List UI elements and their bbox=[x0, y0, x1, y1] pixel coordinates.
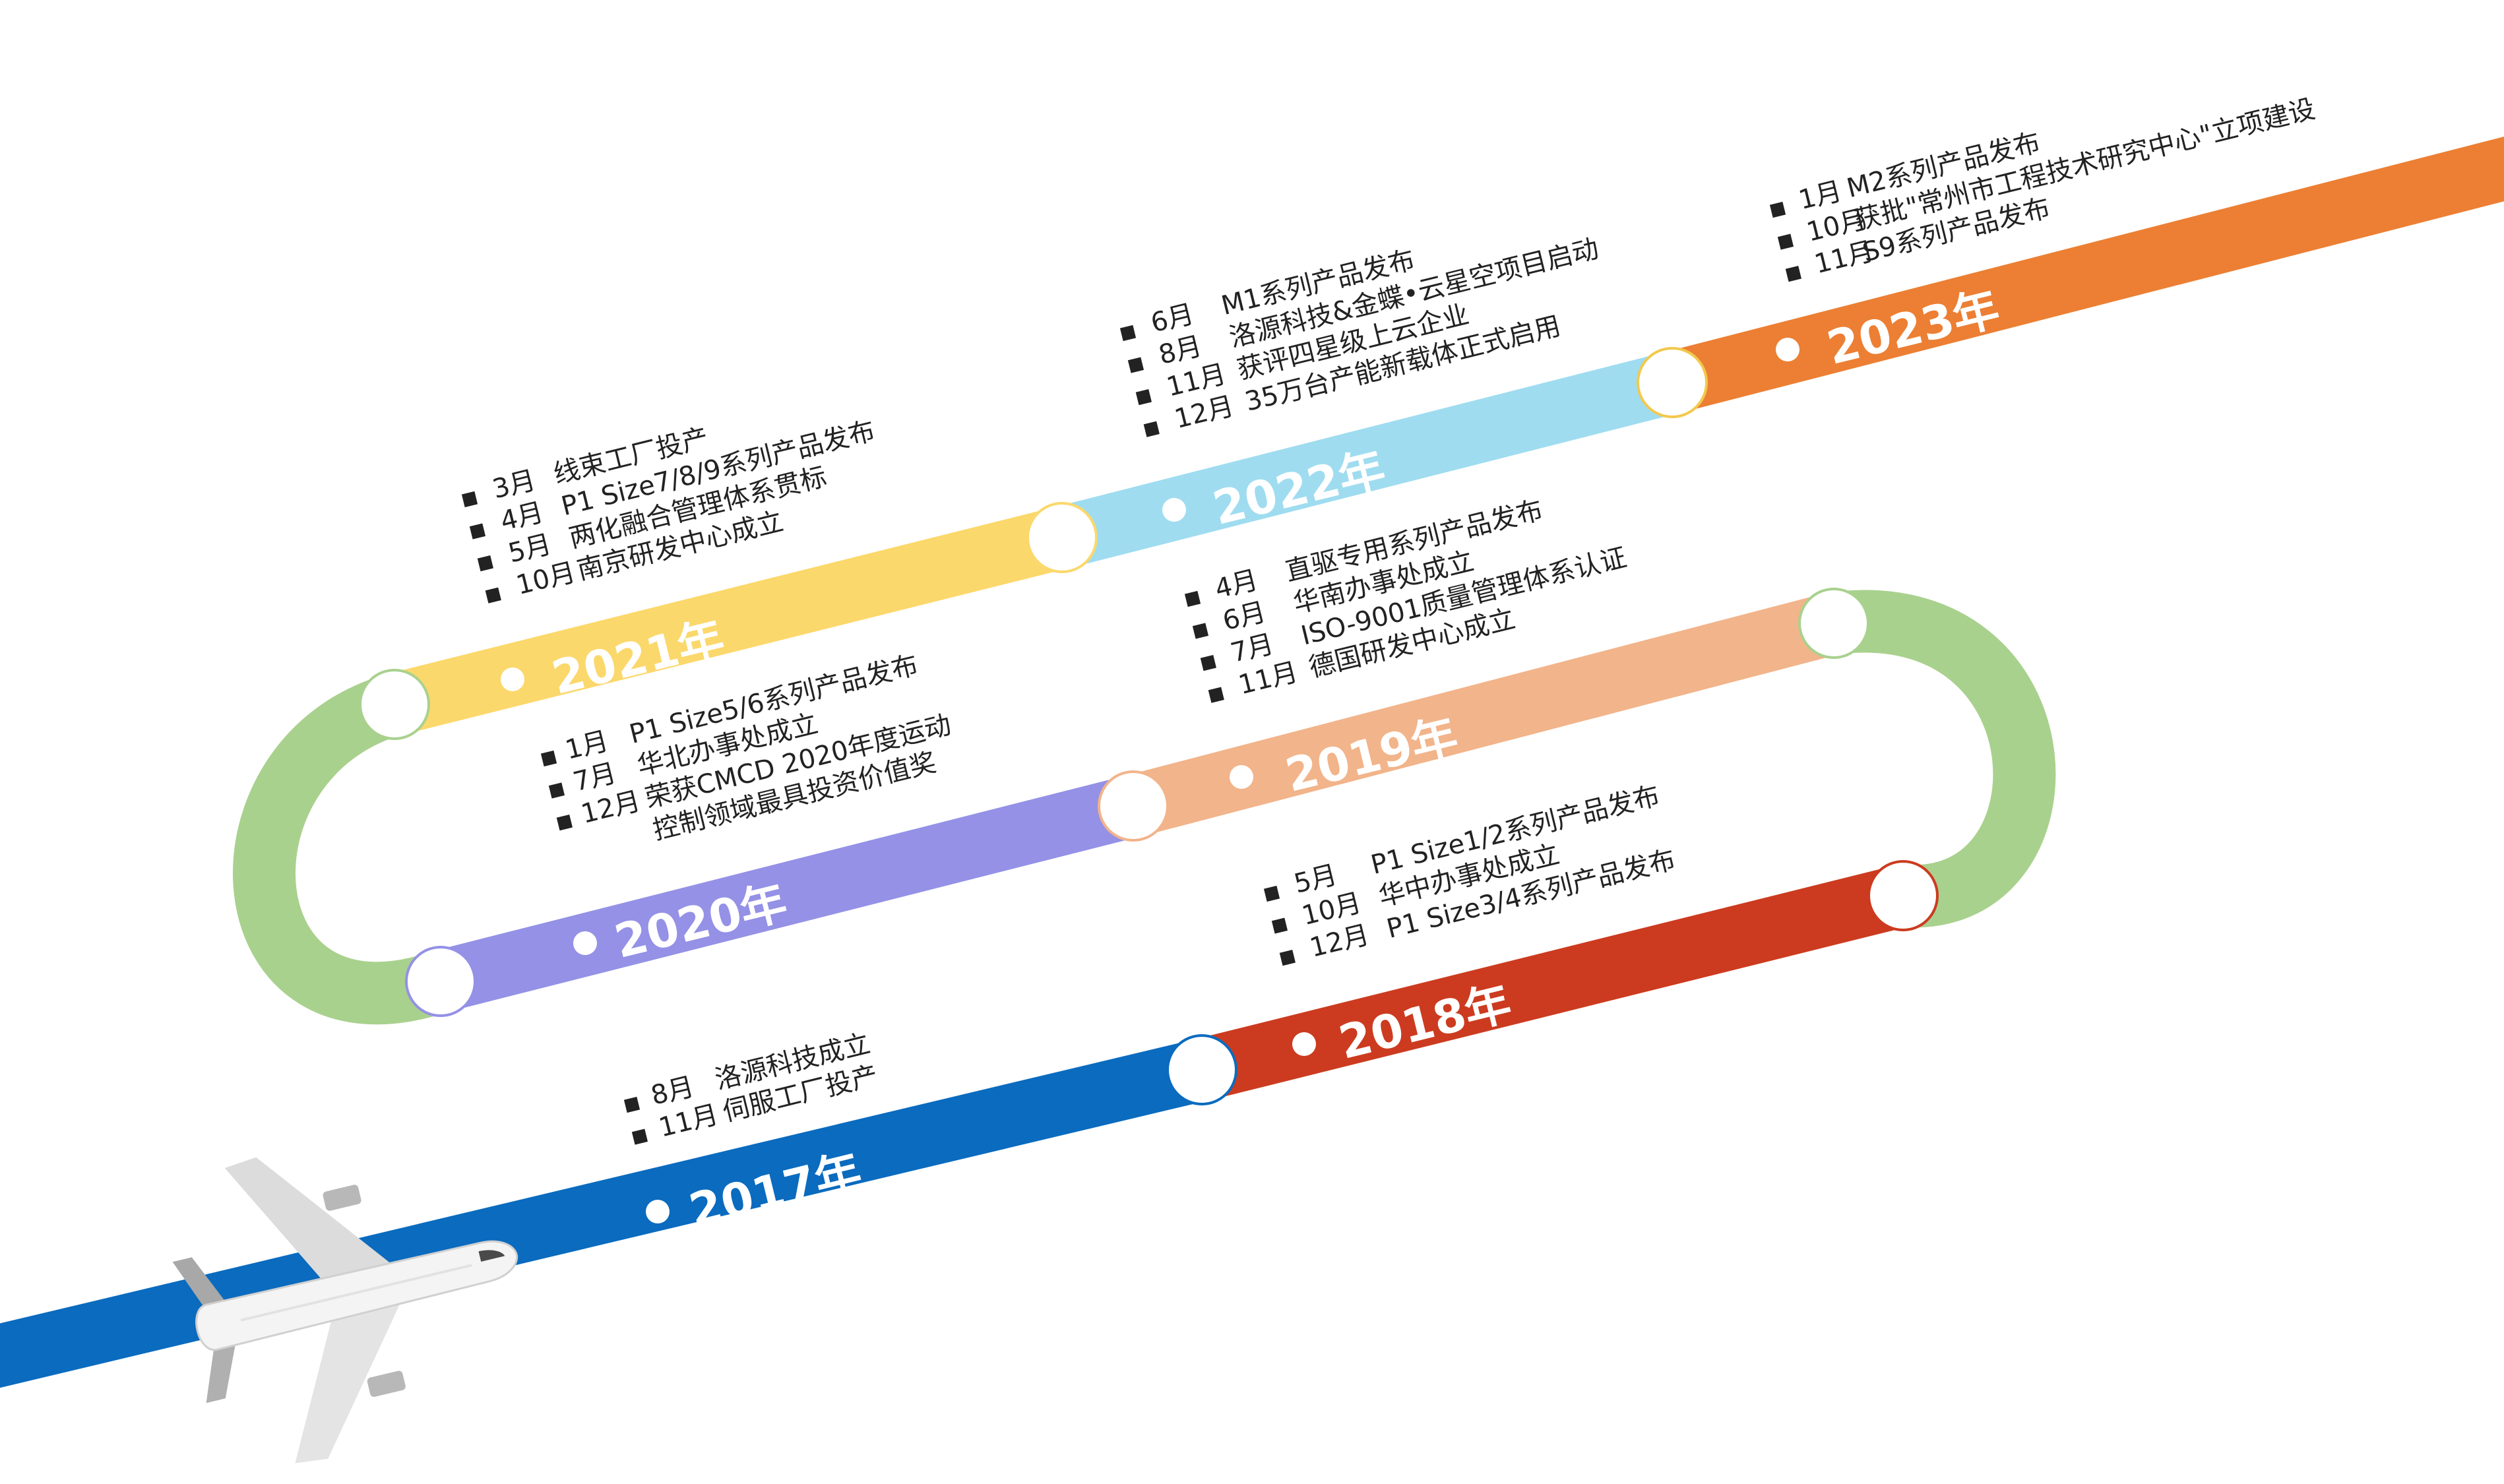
square-bullet-icon bbox=[1135, 389, 1152, 406]
year-dot bbox=[646, 1200, 670, 1223]
square-bullet-icon bbox=[1200, 655, 1216, 671]
square-bullet-icon bbox=[1192, 623, 1209, 639]
year-dot bbox=[1292, 1032, 1316, 1056]
square-bullet-icon bbox=[1271, 917, 1288, 934]
square-bullet-icon bbox=[1119, 325, 1137, 342]
year-dot bbox=[1776, 338, 1800, 361]
square-bullet-icon bbox=[631, 1128, 648, 1145]
square-bullet-icon bbox=[469, 523, 486, 540]
square-bullet-icon bbox=[461, 491, 478, 508]
node-2018-curve bbox=[1867, 860, 1939, 931]
node-2020-curve bbox=[405, 946, 476, 1017]
node-curve-2021 bbox=[359, 669, 430, 740]
square-bullet-icon bbox=[485, 587, 501, 603]
square-bullet-icon bbox=[1785, 266, 1801, 282]
square-bullet-icon bbox=[1769, 201, 1786, 218]
square-bullet-icon bbox=[1279, 950, 1296, 966]
ribbon-2017 bbox=[0, 1039, 1209, 1388]
square-bullet-icon bbox=[623, 1096, 641, 1113]
square-bullet-icon bbox=[1263, 885, 1280, 902]
event-list: 8月洛源科技成立11月伺服工厂投产 bbox=[623, 1028, 881, 1145]
ribbon-2018 bbox=[1194, 865, 1911, 1101]
connector-curve-left bbox=[233, 674, 451, 1025]
square-bullet-icon bbox=[1127, 357, 1144, 373]
airplane-icon bbox=[172, 1157, 518, 1464]
ribbon-2023 bbox=[1664, 137, 2504, 414]
year-dot bbox=[501, 667, 524, 691]
ribbon-2021 bbox=[387, 507, 1070, 735]
year-dot bbox=[1162, 498, 1186, 522]
square-bullet-icon bbox=[548, 782, 565, 799]
year-dot bbox=[573, 931, 597, 955]
square-bullet-icon bbox=[1208, 687, 1224, 703]
square-bullet-icon bbox=[540, 750, 557, 767]
node-2017-2018 bbox=[1166, 1034, 1237, 1105]
ribbon-2020 bbox=[433, 775, 1141, 1012]
square-bullet-icon bbox=[1143, 421, 1160, 437]
square-bullet-icon bbox=[556, 815, 573, 831]
square-bullet-icon bbox=[1777, 233, 1794, 250]
square-bullet-icon bbox=[1184, 590, 1201, 607]
node-curve-2019 bbox=[1798, 588, 1869, 659]
node-2021-2022 bbox=[1026, 502, 1098, 573]
connector-curve-right bbox=[1830, 590, 2056, 928]
node-2022-2023 bbox=[1637, 347, 1708, 418]
node-2019-2020 bbox=[1098, 770, 1169, 842]
square-bullet-icon bbox=[477, 555, 493, 572]
year-dot bbox=[1230, 765, 1253, 789]
